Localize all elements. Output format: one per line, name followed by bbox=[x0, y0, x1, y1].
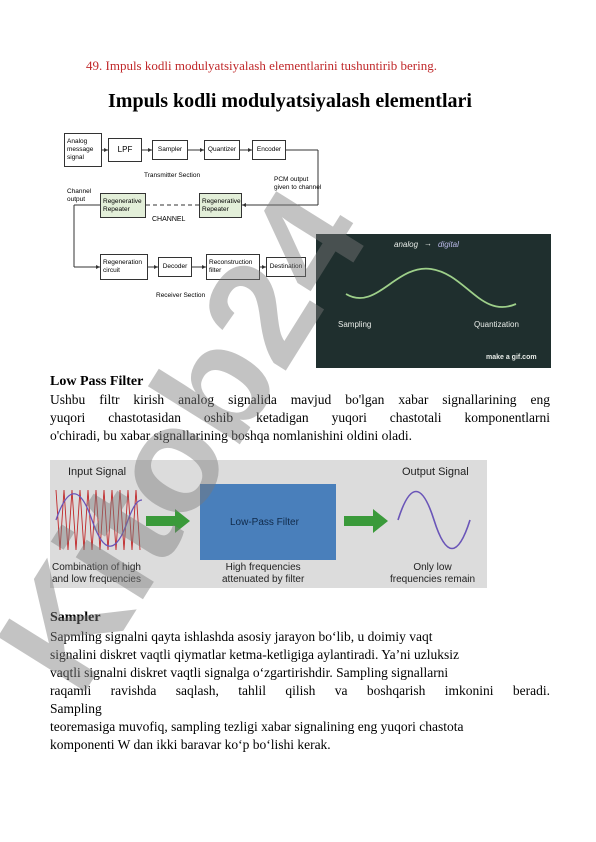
analog-label: analog bbox=[394, 240, 419, 249]
low-pass-heading: Low Pass Filter bbox=[50, 374, 144, 389]
sampler-paragraph: Sapmling signalni qayta ishlashda asosiy… bbox=[50, 628, 550, 754]
low-pass-line: Ushbu filtr kirish analog signalida mavj… bbox=[50, 392, 550, 407]
sampler-heading: Sampler bbox=[50, 610, 101, 625]
sampler-block: Sampler bbox=[152, 140, 188, 160]
low-pass-paragraph: Ushbu filtr kirish analog signalida mavj… bbox=[50, 391, 550, 445]
question-heading: 49. Impuls kodli modulyatsiyalash elemen… bbox=[86, 58, 437, 73]
transmitter-section-label: Transmitter Section bbox=[144, 172, 201, 179]
filter-label: Low-Pass Filter bbox=[230, 517, 299, 528]
sampling-label: Sampling bbox=[338, 320, 372, 329]
receiver-section-label: Receiver Section bbox=[156, 292, 206, 299]
channel-output-label: Channel output bbox=[67, 188, 92, 203]
output-signal-title: Output Signal bbox=[402, 466, 469, 478]
quantization-label: Quantization bbox=[474, 320, 519, 329]
analog-source-block: Analog message signal bbox=[64, 133, 102, 167]
pcm-block-diagram: Analog message signal LPF Sampler Quanti… bbox=[64, 130, 324, 300]
sampler-line: raqamli ravishda saqlash, tahlil qilish … bbox=[50, 683, 550, 698]
digital-label: digital bbox=[438, 240, 459, 249]
encoder-block: Encoder bbox=[252, 140, 286, 160]
gif-credit: make a gif.com bbox=[486, 354, 537, 361]
regenerative-repeater-right: Regenerative Repeater bbox=[199, 193, 242, 218]
output-caption: Only low frequencies remain bbox=[390, 562, 476, 585]
sine-wave-graphic bbox=[345, 267, 517, 308]
figure-title: Impuls kodli modulyatsiyalash elementlar… bbox=[108, 90, 472, 112]
sampler-line: teoremasiga muvofiq, sampling tezligi xa… bbox=[50, 719, 464, 734]
filter-caption: High frequencies attenuated by filter bbox=[222, 562, 305, 585]
sampler-line: vaqtli signalni diskret vaqtli signalga … bbox=[50, 665, 449, 680]
channel-label: CHANNEL bbox=[152, 216, 186, 223]
decoder-block: Decoder bbox=[158, 257, 192, 277]
input-caption: Combination of high and low frequencies bbox=[52, 562, 141, 585]
diagram-connectors bbox=[73, 148, 319, 269]
low-pass-line: yuqori chastotasidan oshib ketadigan yuq… bbox=[50, 410, 550, 425]
regeneration-circuit-block: Regeneration circuit bbox=[100, 254, 148, 280]
sampler-line: Sampling bbox=[50, 701, 102, 716]
low-pass-filter-figure: Input Signal Output Signal Low-Pass Filt… bbox=[50, 460, 487, 588]
analog-digital-animation: analog → digital Sampling Quantization m… bbox=[316, 234, 551, 368]
reconstruction-filter-block: Reconstruction filter bbox=[206, 254, 260, 280]
sampler-line: Sapmling signalni qayta ishlashda asosiy… bbox=[50, 629, 433, 644]
input-signal-title: Input Signal bbox=[68, 466, 127, 478]
quantizer-block: Quantizer bbox=[204, 140, 240, 160]
destination-block: Destination bbox=[266, 257, 306, 277]
lpf-block: LPF bbox=[108, 138, 142, 162]
arrow-icon: → bbox=[424, 239, 432, 248]
pcm-output-label: PCM output given to channel bbox=[274, 176, 322, 191]
low-pass-line: o'chiradi, bu xabar signallarining boshq… bbox=[50, 428, 412, 443]
regenerative-repeater-left: Regenerative Repeater bbox=[100, 193, 146, 218]
filter-figure-graphic bbox=[55, 484, 471, 560]
sampler-line: signalini diskret vaqtli qiymatlar ketma… bbox=[50, 647, 460, 662]
sampler-line: komponenti W dan ikki baravar ko‘p bo‘li… bbox=[50, 737, 331, 752]
